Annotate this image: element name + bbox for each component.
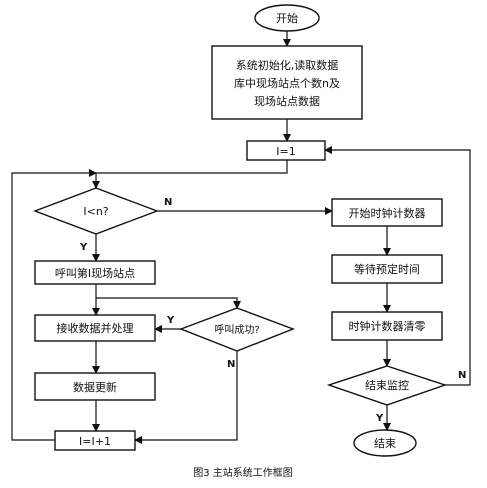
- edge-endmon-loop: [324, 146, 471, 386]
- init-line-3: 现场站点数据: [254, 94, 320, 108]
- clear-timer-box: [331, 311, 443, 341]
- wait-label: 等待预定时间: [354, 262, 420, 276]
- init-box: [211, 45, 363, 120]
- label-n2: N: [227, 359, 235, 370]
- i-set-label: I=1: [276, 145, 295, 158]
- receive-box: [34, 314, 156, 342]
- start-timer-label: 开始时钟计数器: [349, 206, 426, 220]
- decision-end-monitor-label: 结束监控: [365, 378, 409, 392]
- start-label: 开始: [276, 11, 298, 25]
- init-line-1: 系统初始化,读取数据: [236, 58, 339, 72]
- label-y3: Y: [375, 413, 384, 424]
- edge-success-increment: [134, 351, 238, 444]
- call-station-label: 呼叫第I现场站点: [55, 266, 135, 280]
- label-y2: Y: [166, 315, 175, 326]
- update-label: 数据更新: [73, 380, 117, 394]
- start-timer-box: [331, 198, 443, 227]
- receive-label: 接收数据并处理: [57, 321, 134, 335]
- decision-call-success-label: 呼叫成功?: [214, 324, 259, 336]
- increment-label: I=I+1: [79, 435, 111, 448]
- label-n1: N: [164, 197, 172, 208]
- end-label: 结束: [374, 437, 396, 450]
- label-n3: N: [458, 370, 466, 381]
- decision-i-less-n-label: I<n?: [83, 205, 108, 218]
- figure-caption: 图3 主站系统工作框图: [193, 466, 293, 479]
- clear-timer-label: 时钟计数器清零: [349, 319, 426, 333]
- label-y1: Y: [79, 242, 88, 253]
- edge-increment-loop: [11, 169, 97, 441]
- init-line-2: 库中现场站点个数n及: [234, 76, 340, 90]
- edge-iset-decision: [92, 160, 288, 189]
- edge-call-success: [96, 297, 241, 309]
